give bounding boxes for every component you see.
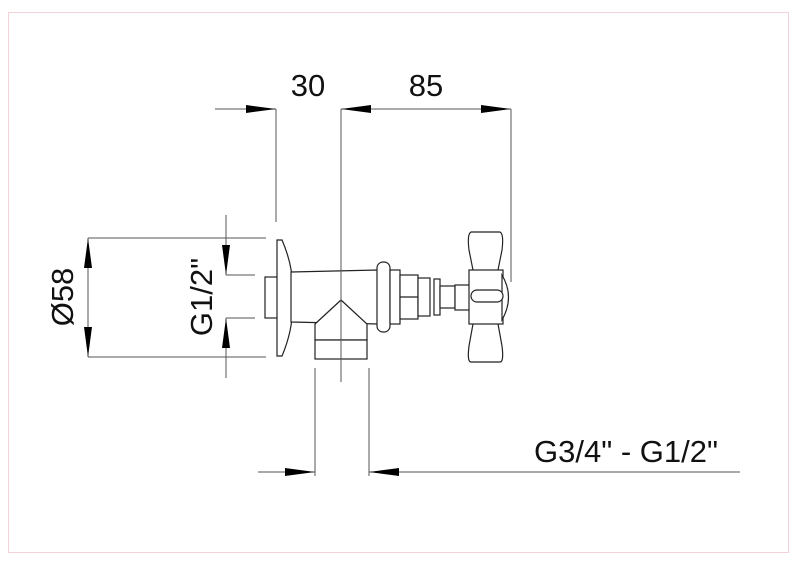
collar-ring [376,261,391,333]
dimension-inlet-thread: G1/2" [184,215,255,378]
spindle [439,285,456,309]
valve-drawing [264,231,510,382]
gland-nut [433,278,441,316]
dimension-30-label: 30 [291,68,325,103]
dimension-diameter-label: Ø58 [45,268,80,327]
spindle-sleeve [417,277,431,317]
outlet-thread-label: G3/4" - G1/2" [534,434,718,469]
dimension-outlet-thread: G3/4" - G1/2" [258,368,740,476]
handle-slot [470,289,504,303]
dimension-30: 30 [215,68,325,222]
inlet-thread-label: G1/2" [184,258,219,336]
collar [389,269,401,325]
handle-cap [501,272,510,323]
dimension-diameter-58: Ø58 [45,237,266,358]
drawing-border [8,12,789,553]
dimension-85-label: 85 [409,68,443,103]
inlet-stub [264,276,279,319]
wall-flange [276,239,294,357]
spindle-tip [454,284,471,311]
